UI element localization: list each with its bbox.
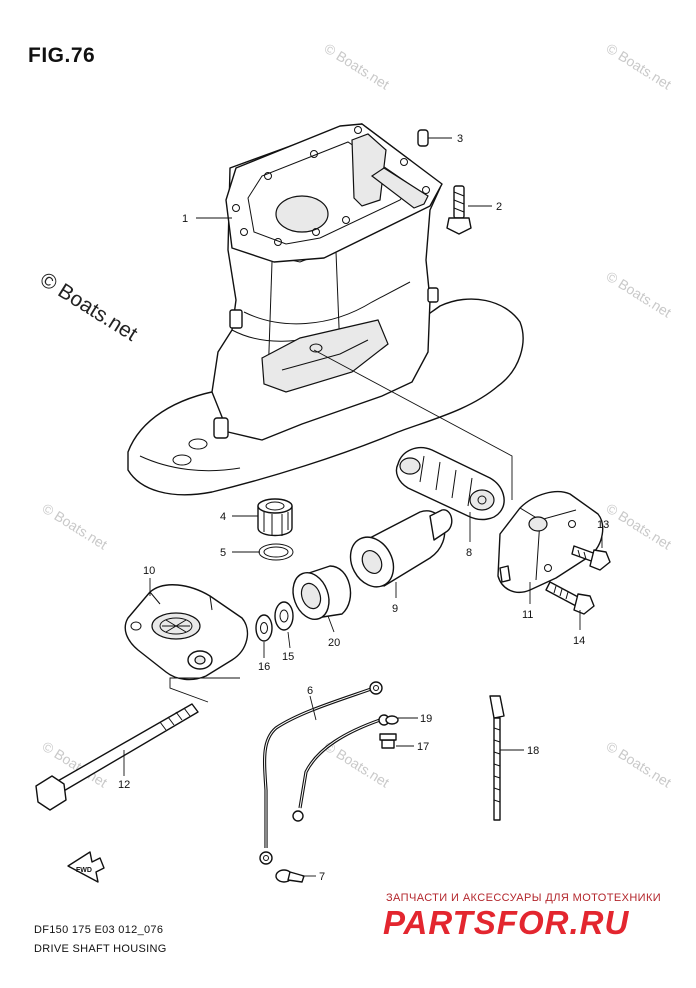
collar-4 [257, 498, 293, 537]
cable-tie-18 [489, 695, 505, 821]
callout-13: 13 [597, 519, 609, 531]
callout-12: 12 [118, 779, 130, 791]
brand-logo: PARTSFOR.RU [383, 904, 630, 941]
callout-16: 16 [258, 661, 270, 673]
callout-17: 17 [417, 741, 429, 753]
washer-19 [385, 715, 399, 725]
brand-tagline: ЗАПЧАСТИ И АКСЕССУАРЫ ДЛЯ МОТОТЕХНИКИ [386, 892, 662, 904]
mount-cover-11 [497, 490, 604, 594]
spacer-20 [292, 565, 352, 620]
mount-bracket-10 [124, 584, 249, 681]
connection-lines [169, 349, 513, 703]
dowel-pin-3 [417, 129, 429, 147]
callout-6: 6 [307, 685, 313, 697]
callout-20: 20 [328, 637, 340, 649]
bolt-14 [545, 581, 595, 615]
callout-3: 3 [457, 133, 463, 145]
callout-10: 10 [143, 565, 155, 577]
figure-code: DF150 175 E03 012_076 [34, 924, 164, 936]
circlip-5 [258, 543, 294, 561]
screw-7 [275, 869, 305, 883]
callout-8: 8 [466, 547, 472, 559]
callout-4: 4 [220, 511, 226, 523]
figure-subtitle: DRIVE SHAFT HOUSING [34, 943, 167, 955]
callout-11: 11 [522, 609, 533, 621]
callouts: 1 2 3 4 5 6 7 8 9 10 11 12 13 [118, 133, 609, 883]
svg-text:FWD: FWD [76, 867, 92, 874]
callout-5: 5 [220, 547, 226, 559]
mount-rubber-9 [349, 509, 453, 588]
callout-2: 2 [496, 201, 502, 213]
callout-9: 9 [392, 603, 398, 615]
mount-rubber-8 [395, 446, 505, 521]
callout-7: 7 [319, 871, 325, 883]
callout-1: 1 [182, 213, 188, 225]
washer-16 [255, 614, 273, 642]
washer-15 [274, 601, 294, 631]
callout-18: 18 [527, 745, 539, 757]
ground-wire-6 [259, 681, 390, 865]
callout-19: 19 [420, 713, 432, 725]
drive-shaft-housing [127, 123, 524, 496]
bolt-13 [571, 545, 611, 571]
bolt-2 [446, 185, 472, 235]
callout-14: 14 [573, 635, 585, 647]
fwd-arrow-icon: FWD [67, 851, 105, 883]
figure-title: FIG.76 [28, 44, 96, 67]
screw-17 [379, 733, 397, 749]
long-bolt-12 [35, 703, 199, 811]
callout-15: 15 [282, 651, 294, 663]
